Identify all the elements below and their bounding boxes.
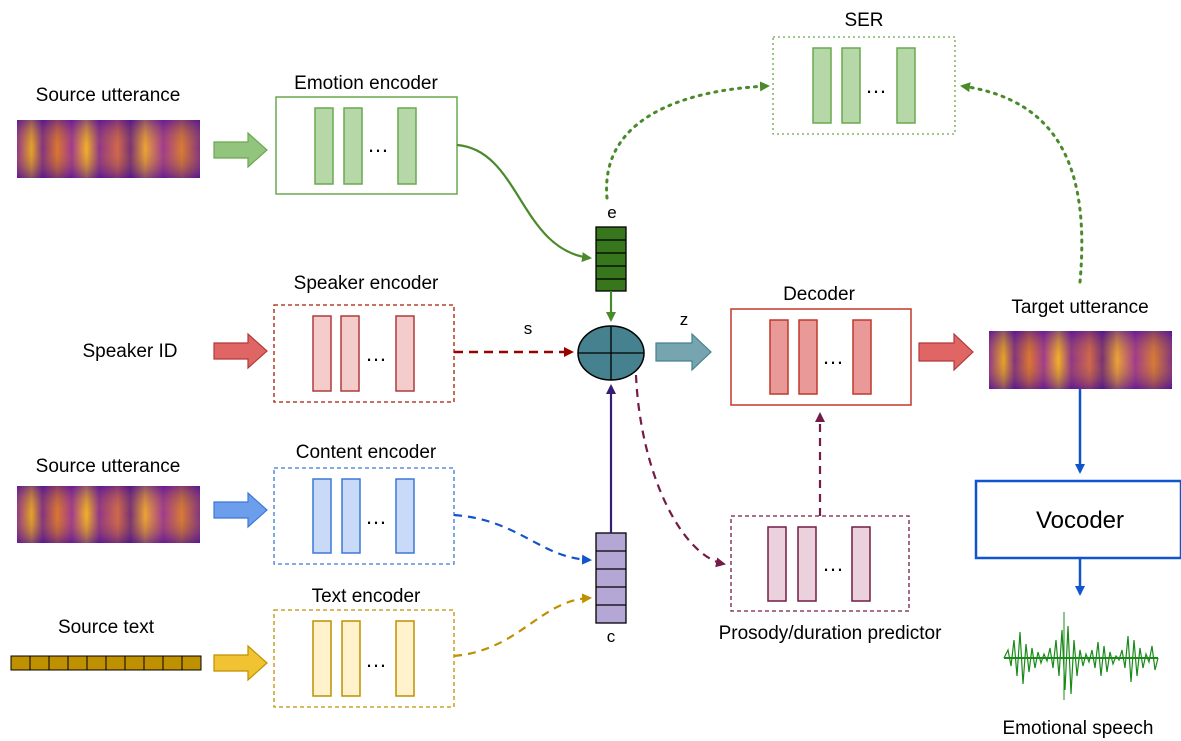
input-arrow-emotion [213, 131, 268, 169]
source-text-tokens [10, 655, 202, 671]
decoder-ellipsis: … [822, 344, 844, 369]
speaker-layer-1 [312, 315, 332, 392]
text-to-c-connector [453, 593, 592, 658]
speaker-encoder-box: … [273, 304, 455, 403]
prosody-ellipsis: … [822, 551, 844, 576]
content-ellipsis: … [365, 504, 387, 529]
decoder-box: … [730, 308, 912, 406]
ser-layer-1 [812, 47, 832, 124]
speaker-ellipsis: … [365, 341, 387, 366]
emotion-encoder-box: … [275, 96, 458, 195]
emotion-layer-1 [314, 107, 334, 185]
speaker-id-label: Speaker ID [82, 341, 177, 362]
emotion-ellipsis: … [367, 132, 389, 157]
text-encoder-box: … [273, 609, 455, 708]
z-arrow [655, 332, 712, 372]
emotion-layer-2 [343, 107, 363, 185]
vocoder-box [974, 479, 1181, 560]
target-to-ser-connector [960, 82, 1084, 284]
emotion-embedding-vector [595, 226, 627, 292]
text-layer-n [395, 620, 415, 697]
z-label: z [680, 310, 689, 329]
text-layer-2 [341, 620, 361, 697]
speaker-layer-n [395, 315, 415, 392]
ser-ellipsis: … [865, 73, 887, 98]
source-text-label: Source text [58, 617, 155, 638]
speaker-layer-2 [340, 315, 360, 392]
emotion-encoder-title: Emotion encoder [294, 73, 438, 94]
content-layer-n [395, 478, 415, 554]
decoder-title: Decoder [783, 284, 855, 305]
content-to-c-connector [453, 513, 592, 565]
content-layer-2 [341, 478, 361, 554]
ser-title: SER [844, 10, 883, 31]
text-ellipsis: … [365, 647, 387, 672]
e-to-ser-connector [605, 81, 770, 200]
source-utterance-label-1: Source utterance [36, 85, 181, 106]
content-encoder-title: Content encoder [296, 442, 437, 463]
prosody-layer-2 [797, 526, 817, 602]
input-arrow-content [213, 491, 268, 529]
prosody-predictor-box: … [730, 515, 910, 612]
source-utterance-label-2: Source utterance [36, 456, 181, 477]
input-arrow-text [213, 644, 268, 682]
combiner-to-prosody-connector [634, 374, 726, 568]
decoder-layer-2 [798, 319, 818, 395]
target-spectrogram [989, 331, 1172, 389]
ser-box: … [772, 36, 956, 135]
emotional-speech-label: Emotional speech [1002, 718, 1153, 739]
e-label: e [607, 203, 616, 222]
source-spectrogram-1 [17, 120, 200, 178]
content-layer-1 [312, 478, 332, 554]
prosody-layer-1 [767, 526, 787, 602]
decoder-layer-n [852, 319, 872, 395]
c-label: c [607, 627, 616, 646]
decoder-output-arrow [918, 332, 974, 372]
decoder-layer-1 [769, 319, 789, 395]
ser-layer-n [896, 47, 916, 124]
combiner-node [577, 325, 645, 381]
emotion-layer-n [397, 107, 417, 185]
input-arrow-speaker [213, 332, 268, 370]
target-utterance-label: Target utterance [1011, 297, 1148, 318]
text-layer-1 [312, 620, 332, 697]
waveform-icon [1003, 612, 1159, 700]
speaker-encoder-title: Speaker encoder [294, 273, 439, 294]
source-spectrogram-2 [17, 486, 200, 543]
prosody-layer-n [851, 526, 871, 602]
ser-layer-2 [841, 47, 861, 124]
s-label: s [524, 319, 533, 338]
vocoder-label: Vocoder [1036, 507, 1124, 534]
text-encoder-title: Text encoder [312, 586, 421, 607]
emotion-to-e-connector [456, 143, 592, 263]
prosody-predictor-title: Prosody/duration predictor [719, 623, 943, 644]
content-encoder-box: … [273, 467, 455, 565]
content-embedding-vector [595, 532, 627, 624]
